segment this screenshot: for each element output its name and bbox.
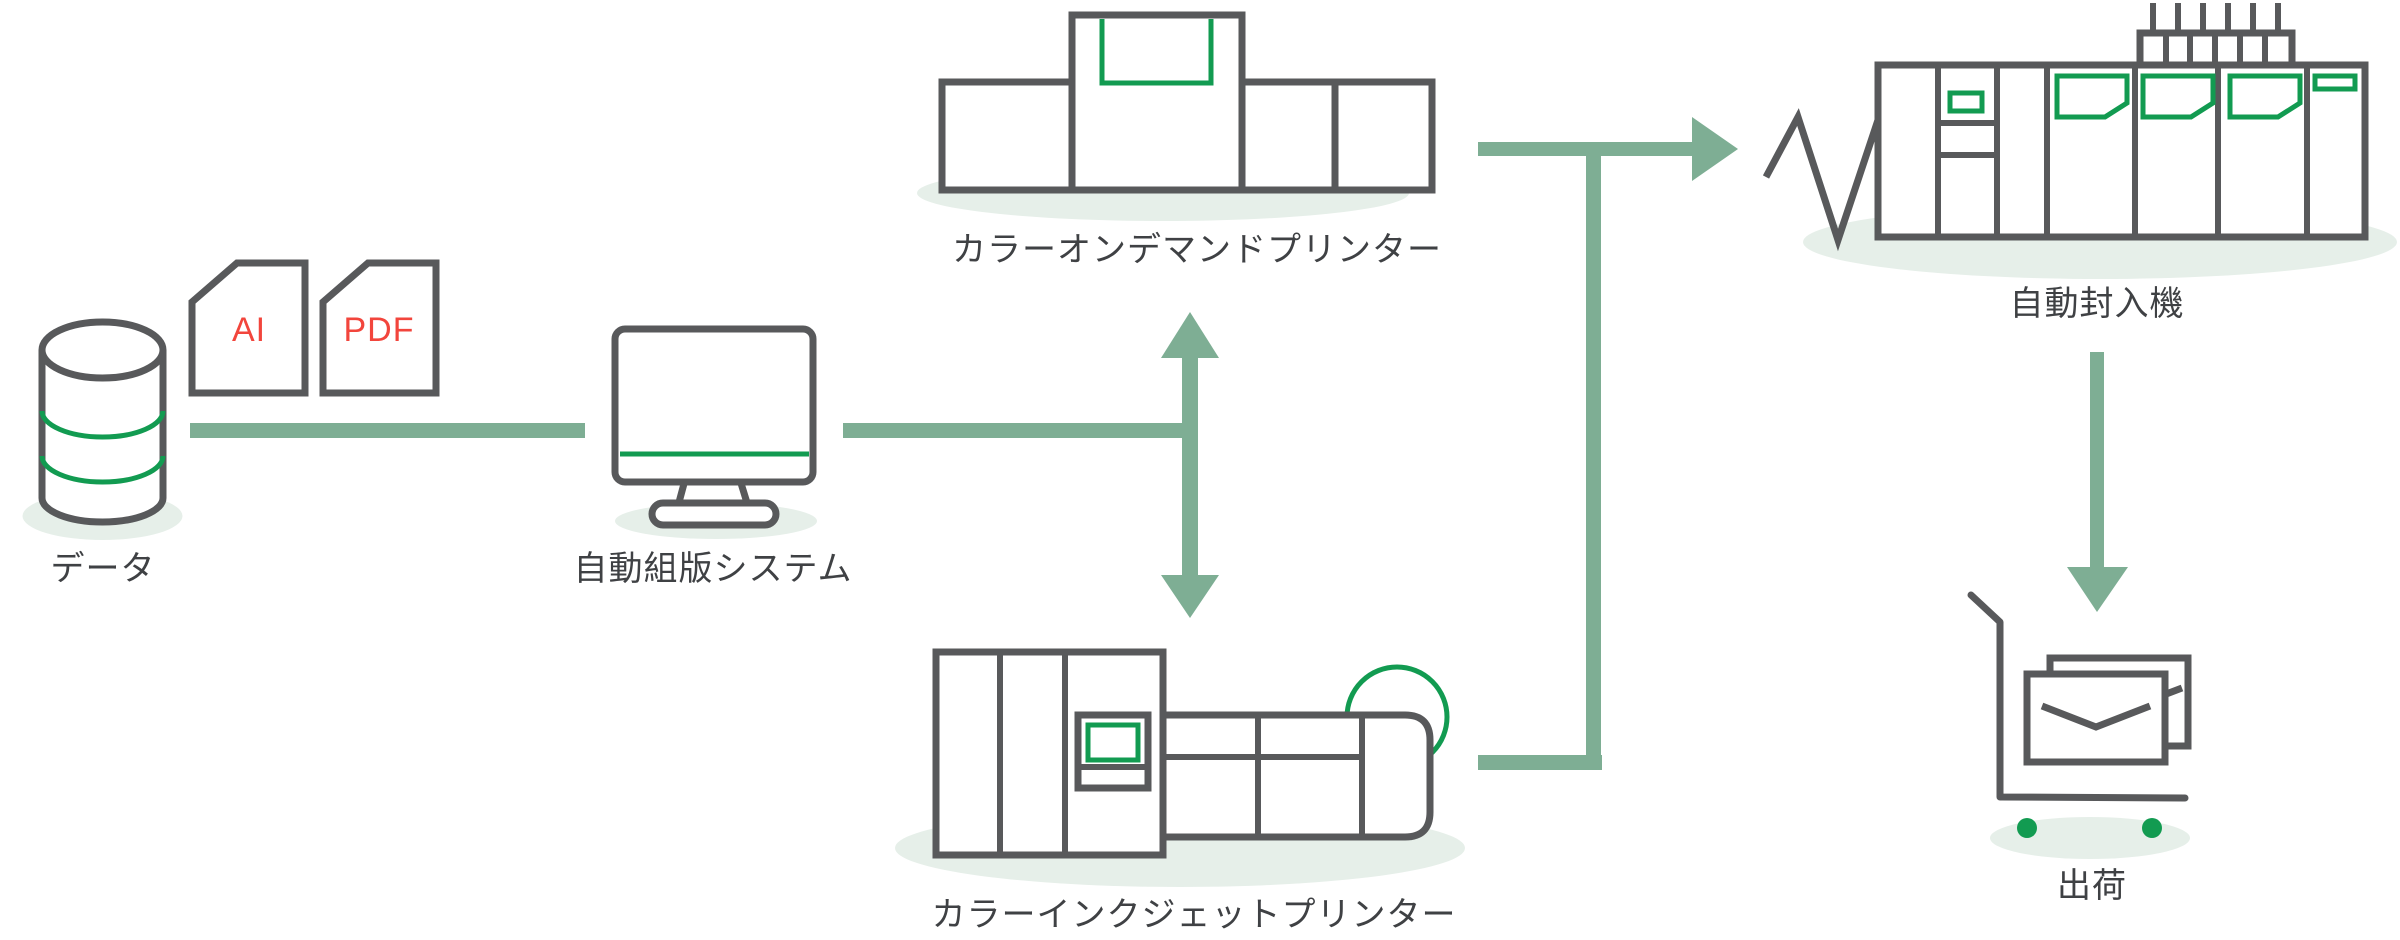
arrowhead-up-icon <box>1161 312 1219 358</box>
database-label: データ <box>50 550 156 588</box>
shipping-label: 出荷 <box>2057 867 2127 905</box>
paper-web-zigzag <box>1762 108 1883 252</box>
cart-wheel <box>2142 818 2162 838</box>
pdf-file-icon <box>319 259 440 397</box>
envelope-tray <box>2140 73 2216 120</box>
file-icons <box>188 259 440 397</box>
flow-connectors <box>190 117 2128 770</box>
typesetting-label: 自動組版システム <box>573 550 853 588</box>
connector-inkjet-out <box>1478 755 1602 770</box>
inkjet-display <box>1085 722 1141 763</box>
inserter-machine-icon <box>1762 3 2369 252</box>
inkjet-printer-label: カラーインクジェットプリンター <box>931 896 1457 934</box>
arrowhead-down-icon <box>1161 575 1219 618</box>
envelope-front-flap <box>2040 702 2152 731</box>
envelope-tray <box>2054 73 2130 120</box>
shipping-cart-icon <box>1967 591 2192 838</box>
cart-frame <box>1967 591 2189 802</box>
arrow-printers-to-inserter <box>1478 117 1738 770</box>
connector-typesetting-to-printers <box>843 423 1198 438</box>
database-stripe <box>39 410 166 440</box>
arrowhead-down-icon <box>2067 567 2128 612</box>
ondemand-printer-label: カラーオンデマンドプリンター <box>952 231 1442 269</box>
connector-database-to-typesetting <box>190 423 585 438</box>
arrowhead-right-icon <box>1692 117 1738 181</box>
inserter-label: 自動封入機 <box>2009 285 2185 323</box>
database-icon <box>38 318 167 526</box>
double-arrow-to-printers <box>1161 312 1219 618</box>
pdf-badge-label: PDF <box>343 311 415 349</box>
cart-shadow <box>1990 817 2190 859</box>
arrow-inserter-to-shipping <box>2067 352 2128 612</box>
ai-file-icon <box>188 259 309 397</box>
inserter-slot <box>2312 73 2358 92</box>
monitor-icon <box>611 325 817 529</box>
ondemand-printer-icon <box>938 11 1436 194</box>
cart-wheel <box>2017 818 2037 838</box>
ai-badge-label: AI <box>231 311 267 349</box>
connector-vertical-merge <box>1586 149 1601 770</box>
inserter-display <box>1947 90 1985 114</box>
ondemand-tray <box>1099 19 1214 86</box>
envelope-front <box>2023 670 2169 766</box>
monitor-base <box>648 499 780 529</box>
envelope-tray <box>2227 73 2303 120</box>
monitor-screen <box>611 325 817 486</box>
database-stripe <box>39 455 166 485</box>
inkjet-printer-icon <box>932 648 1450 859</box>
